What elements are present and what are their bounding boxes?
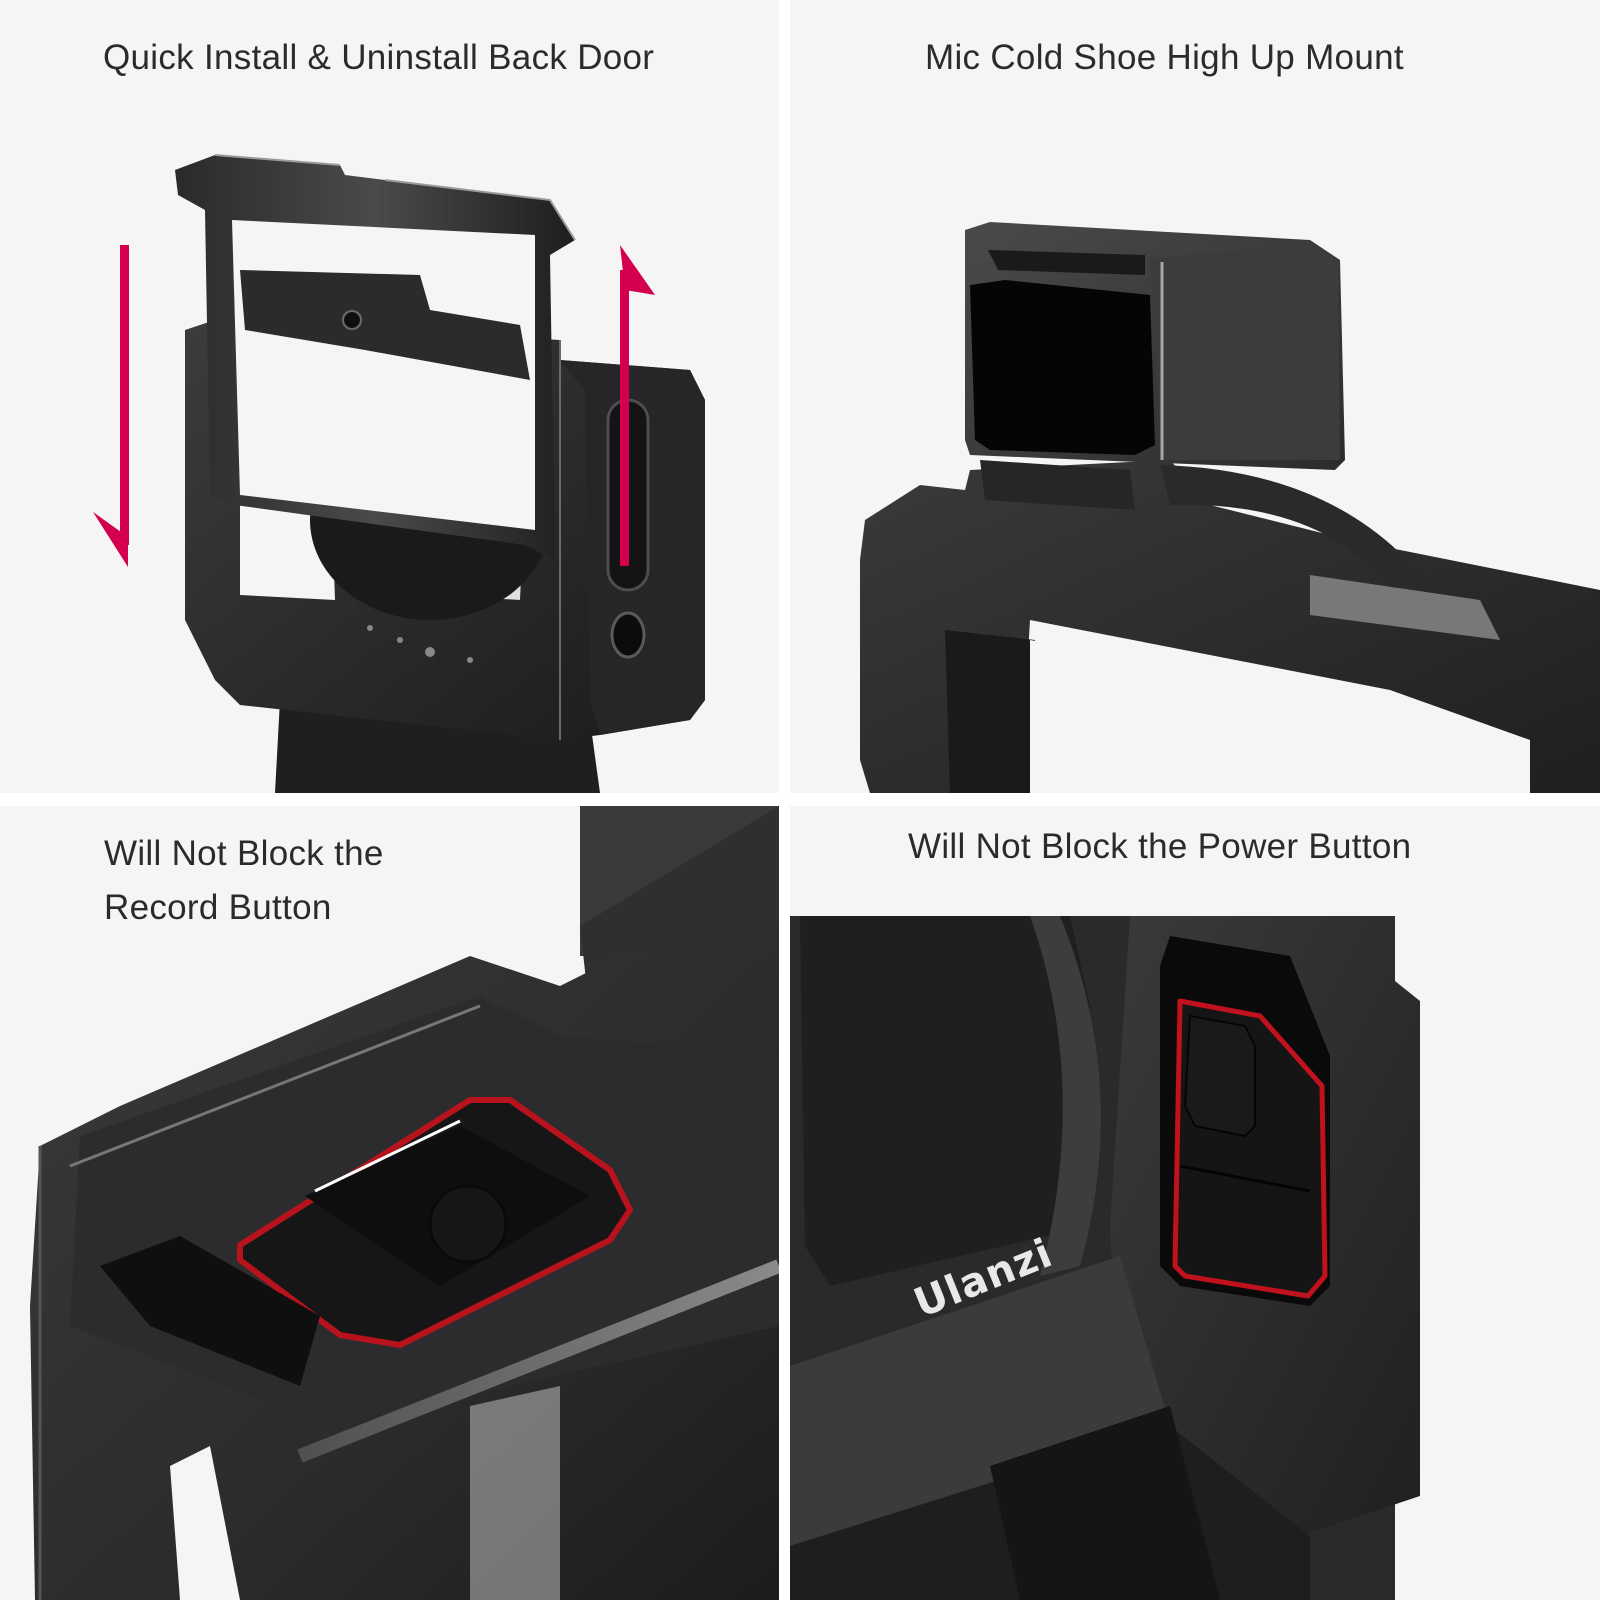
panel-caption: Quick Install & Uninstall Back Door (103, 38, 655, 77)
panel-caption: Will Not Block the Power Button (908, 827, 1412, 866)
power-button-highlight (1172, 998, 1328, 1299)
feature-panel-cold-shoe: Mic Cold Shoe High Up Mount (790, 0, 1600, 793)
panel-caption: Will Not Block the Record Button (104, 834, 384, 927)
arrow-down-icon (93, 245, 129, 567)
camera-cage-image (93, 154, 705, 793)
record-button-closeup-image (30, 806, 779, 1600)
cold-shoe-mount-image (860, 222, 1600, 793)
power-button-closeup-image (790, 916, 1420, 1600)
feature-panel-back-door: Quick Install & Uninstall Back Door (0, 0, 779, 793)
panel-caption: Mic Cold Shoe High Up Mount (925, 38, 1404, 77)
feature-panel-power-button: Will Not Block the Power Button Ulanzi (790, 806, 1600, 1600)
arrow-up-icon (620, 245, 655, 566)
record-button-highlight (237, 1097, 633, 1348)
feature-panel-record-button: Will Not Block the Record Button (0, 806, 779, 1600)
